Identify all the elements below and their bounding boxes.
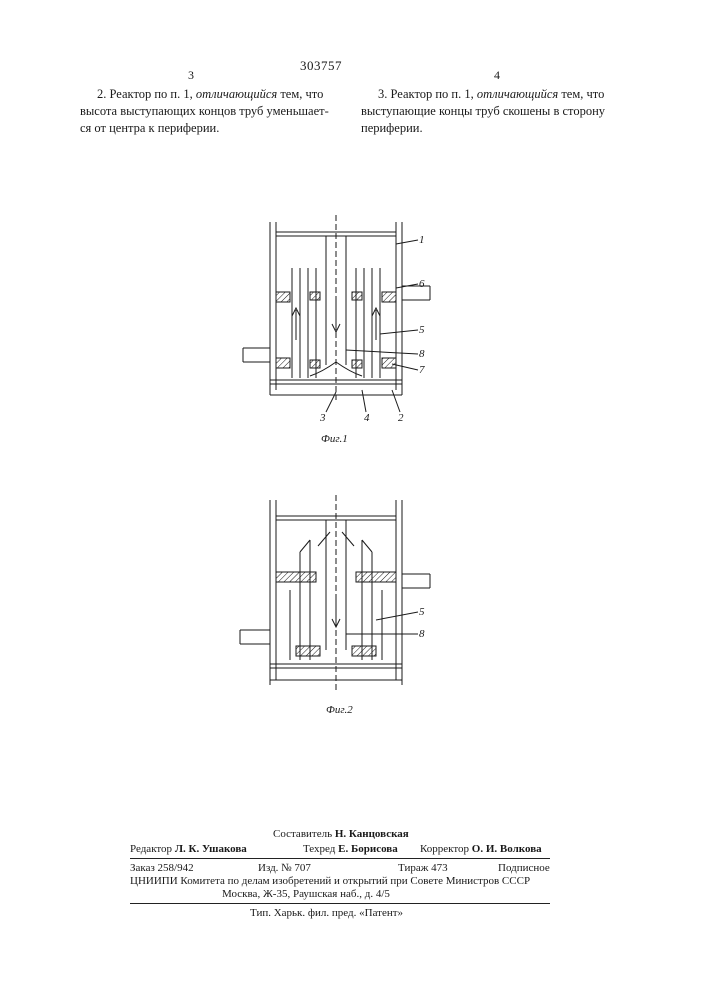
circulation: Тираж 473 xyxy=(398,861,448,875)
techred-line: Техред Е. Борисова xyxy=(303,842,398,856)
figure-1-drawing xyxy=(243,215,430,412)
fig1-label-3: 3 xyxy=(320,412,326,424)
org-line-1: ЦНИИПИ Комитета по делам изобретений и о… xyxy=(130,874,530,888)
subscription: Подписное xyxy=(498,861,550,875)
imprint-rule-bottom xyxy=(130,903,550,904)
fig1-label-2: 2 xyxy=(398,412,404,424)
fig1-label-1: 1 xyxy=(419,234,425,246)
fig1-label-7: 7 xyxy=(419,364,425,376)
fig2-caption: Фиг.2 xyxy=(326,704,353,716)
imprint-rule-top xyxy=(130,858,550,859)
print-line: Тип. Харьк. фил. пред. «Патент» xyxy=(250,906,403,920)
edition-number: Изд. № 707 xyxy=(258,861,311,875)
fig1-caption: Фиг.1 xyxy=(321,433,348,445)
fig1-label-5: 5 xyxy=(419,324,425,336)
fig2-label-8: 8 xyxy=(419,628,425,640)
fig2-label-5: 5 xyxy=(419,606,425,618)
editor-line: Редактор Л. К. Ушакова xyxy=(130,842,247,856)
fig1-label-4: 4 xyxy=(364,412,370,424)
org-line-2: Москва, Ж-35, Раушская наб., д. 4/5 xyxy=(222,887,390,901)
order-number: Заказ 258/942 xyxy=(130,861,194,875)
corrector-line: Корректор О. И. Волкова xyxy=(420,842,542,856)
compiler-line: Составитель Н. Канцовская xyxy=(273,827,409,841)
fig1-label-8: 8 xyxy=(419,348,425,360)
figure-2-drawing xyxy=(240,495,430,690)
fig1-label-6: 6 xyxy=(419,278,425,290)
